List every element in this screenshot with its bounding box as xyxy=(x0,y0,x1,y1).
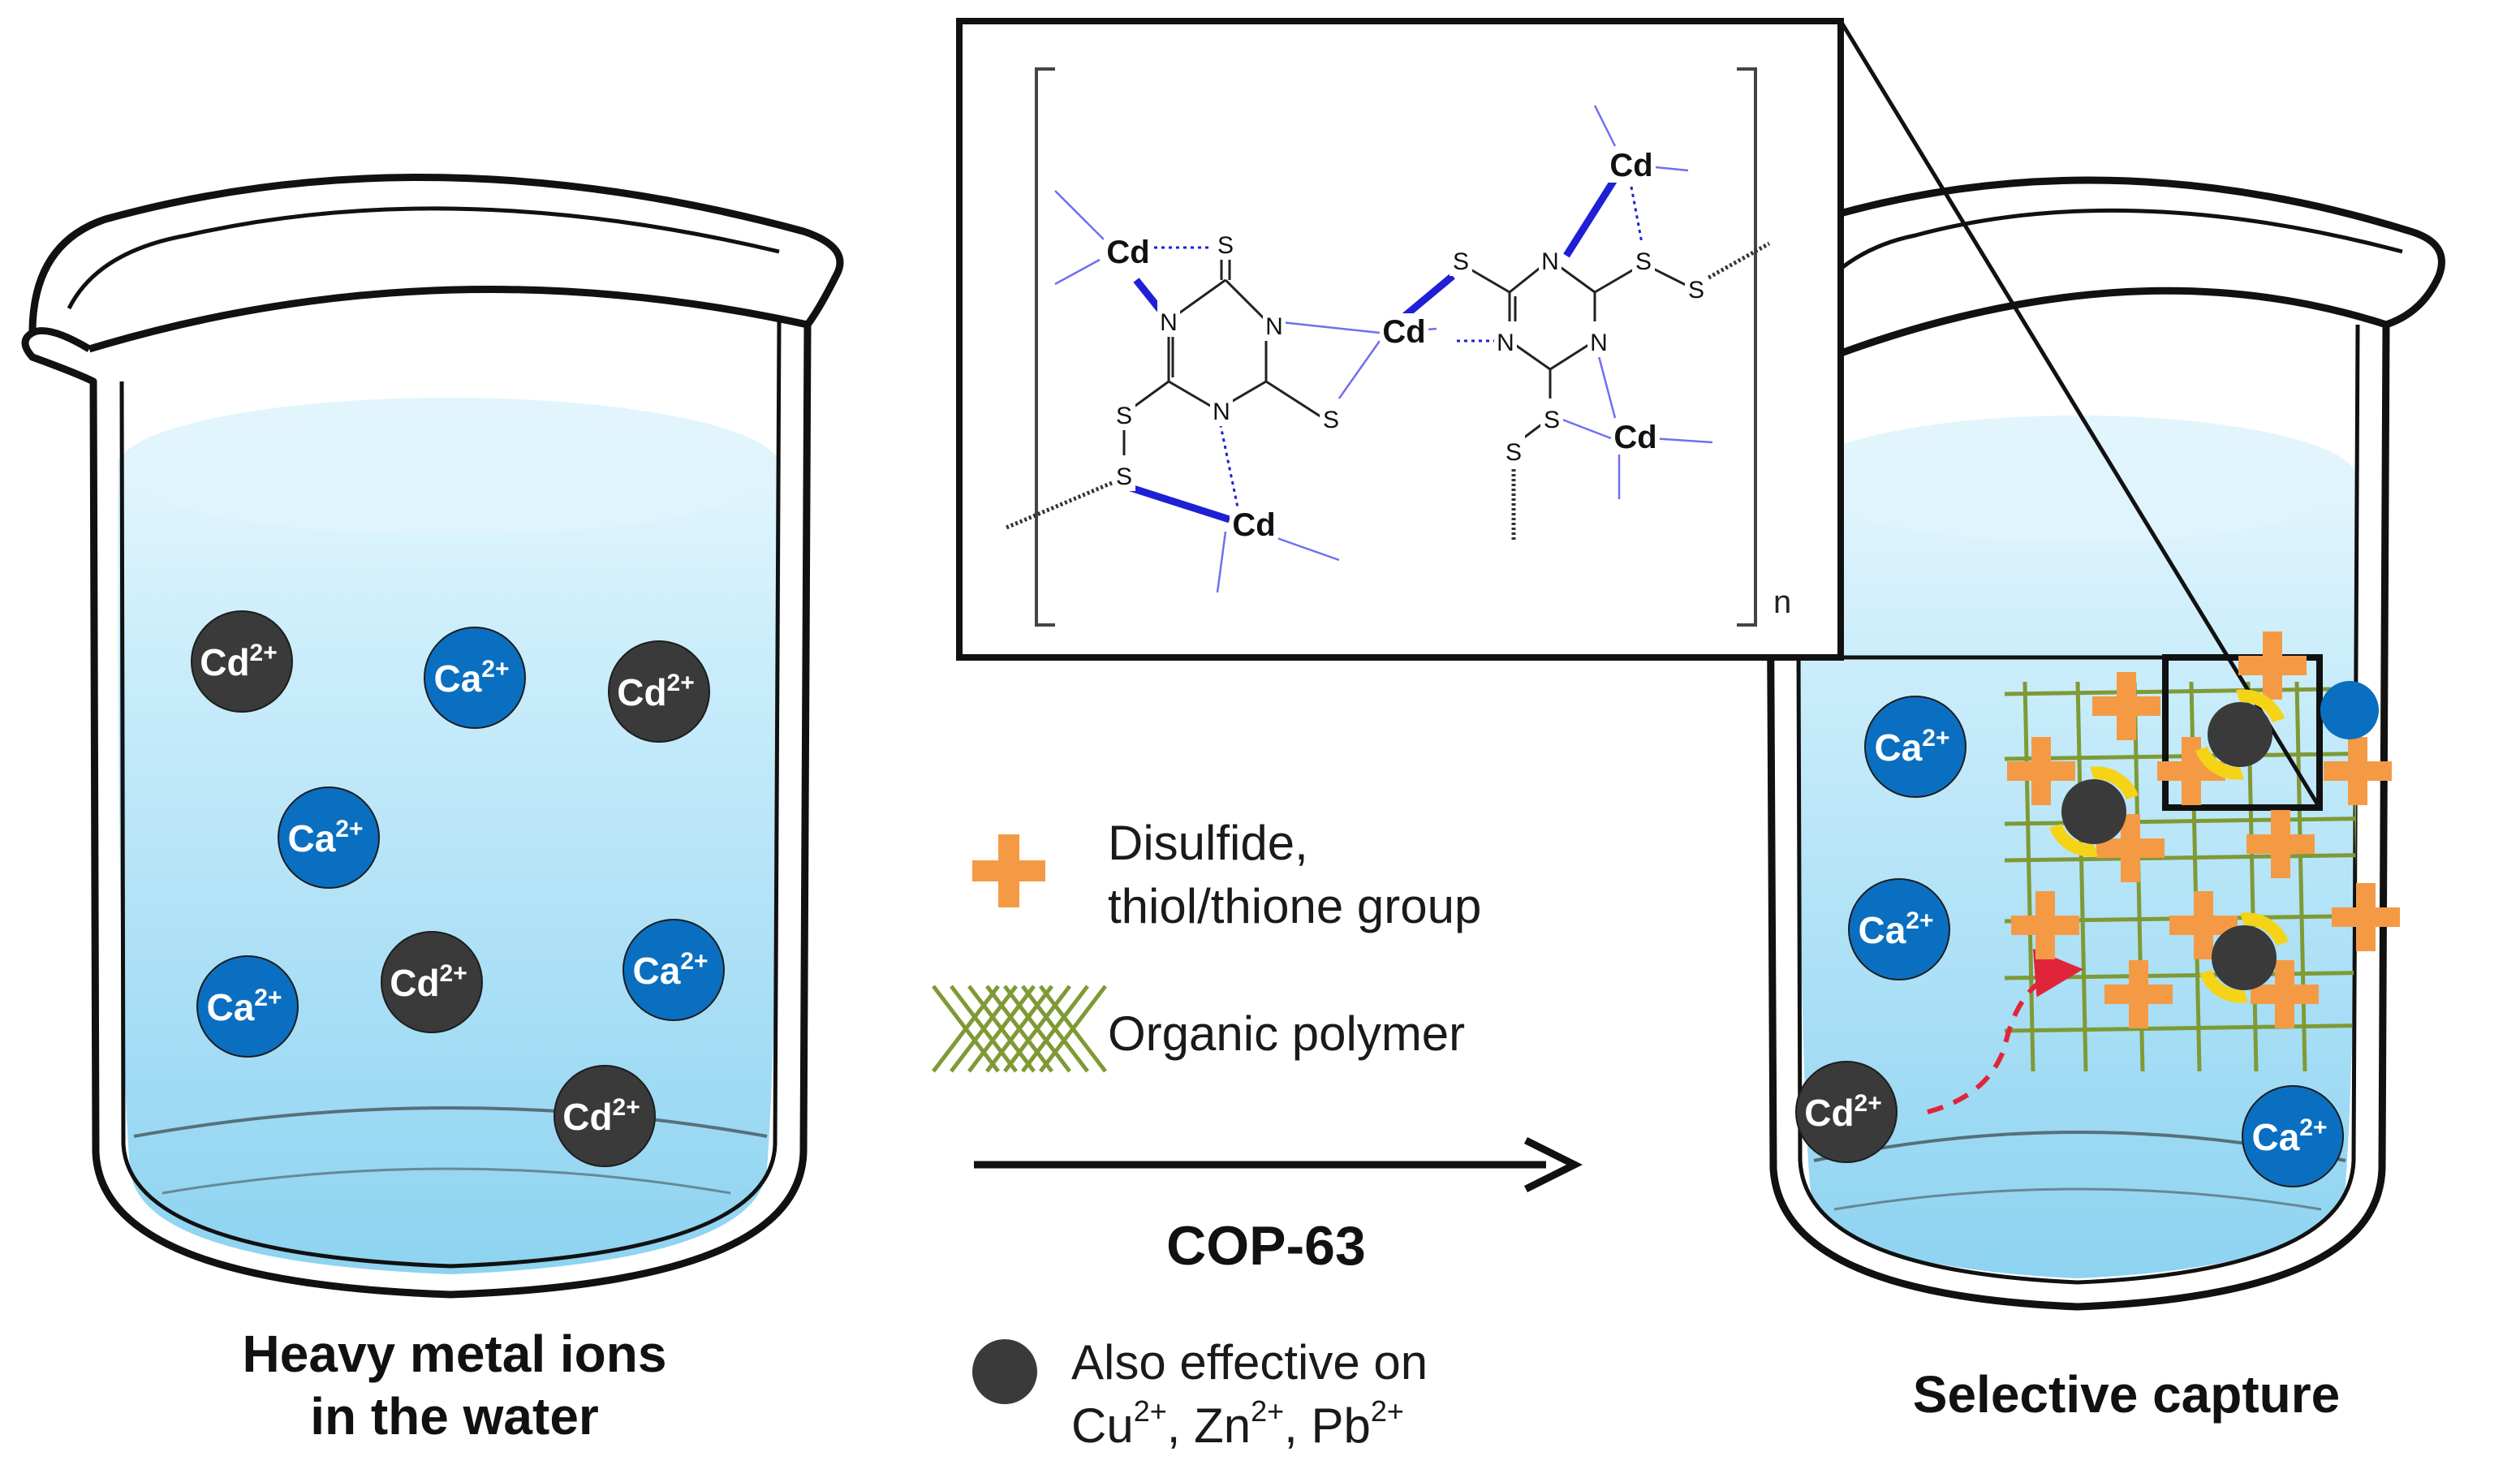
disulfide-plus-icon xyxy=(2011,891,2079,959)
nitrogen-atom: N xyxy=(1541,248,1559,275)
legend-disulfide-line1: Disulfide, xyxy=(1108,816,1308,870)
ca-ion-label: Ca2+ xyxy=(287,816,363,860)
right-beaker-outline xyxy=(1765,324,2390,1311)
left-beaker-rim xyxy=(28,174,844,353)
right-caption: Selective capture xyxy=(1912,1365,2341,1424)
cd-ion: Cd2+ xyxy=(191,610,293,713)
legend-disulfide-line2: thiol/thione group xyxy=(1108,879,1482,933)
disulfide-group-markers xyxy=(2007,631,2400,1028)
cd-ion-label: Cd2+ xyxy=(617,670,695,713)
bracket-right xyxy=(1737,67,1757,627)
left-caption-line1: Heavy metal ions xyxy=(242,1325,667,1383)
legend-mesh-icon xyxy=(932,985,1107,1073)
sulfur-atom: S xyxy=(1453,248,1469,275)
legend-polymer-label: Organic polymer xyxy=(1108,1006,1466,1061)
disulfide-plus-icon xyxy=(2324,737,2392,805)
disulfide-plus-icon xyxy=(2246,810,2315,878)
legend-also-metals: Cu2+, Zn2+, Pb2+ xyxy=(1071,1394,1404,1454)
left-caption: Heavy metal ions in the water xyxy=(130,1323,779,1448)
sulfur-atom: S xyxy=(1116,403,1132,429)
cd-ion-label: Cd2+ xyxy=(200,640,278,683)
cd-ion-label: Cd2+ xyxy=(562,1094,640,1138)
nitrogen-atom: N xyxy=(1497,330,1514,356)
disulfide-plus-icon xyxy=(2169,891,2238,959)
sulfur-atom: S xyxy=(1635,248,1652,275)
right-water-surface xyxy=(1798,416,2358,542)
captured-ion xyxy=(2199,912,2289,1003)
cd-ion-label: Cd2+ xyxy=(1804,1090,1882,1134)
ions-layer: Cd2+ Ca2+ Cd2+ Ca2+ Cd2+ Ca2+ Ca2+ Cd2+ Ca2+ Ca2+… xyxy=(191,610,2344,1187)
capture-path-arrow xyxy=(1927,948,2083,1114)
ca-ion: Ca2+ xyxy=(2242,1085,2344,1187)
left-caption-line2: in the water xyxy=(310,1386,599,1446)
cd-ion: Cd2+ xyxy=(1795,1061,1898,1163)
right-water xyxy=(1798,434,2358,1278)
cd-ion: Cd2+ xyxy=(608,640,710,743)
ca-ion-label: Ca2+ xyxy=(2251,1114,2327,1158)
cd-atom: Cd xyxy=(1382,314,1425,350)
legend-dot-icon xyxy=(972,1339,1037,1404)
sulfur-atom: S xyxy=(1688,277,1704,304)
disulfide-plus-icon xyxy=(2096,814,2165,882)
ca-ion: Ca2+ xyxy=(1848,878,1950,980)
disulfide-plus-icon xyxy=(2092,672,2160,740)
left-water-surface xyxy=(118,398,780,536)
nitrogen-atom: N xyxy=(1590,330,1608,356)
nitrogen-atom: N xyxy=(1213,399,1230,425)
disulfide-plus-icon xyxy=(2007,737,2075,805)
sulfur-atom: S xyxy=(1323,407,1339,433)
cd-atom: Cd xyxy=(1613,420,1656,455)
bound-ion-blue xyxy=(2320,681,2379,739)
cd-atom: Cd xyxy=(1106,235,1149,270)
metal-cu: Cu2+ xyxy=(1071,1394,1167,1454)
metal-pb: Pb2+ xyxy=(1311,1394,1404,1454)
ca-ion: Ca2+ xyxy=(278,786,380,889)
sulfur-atom: S xyxy=(1506,439,1522,466)
nitrogen-atom: N xyxy=(1265,313,1283,340)
legend-also-label: Also effective on Cu2+, Zn2+, Pb2+ xyxy=(1071,1331,1428,1458)
cd-atom: Cd xyxy=(1232,507,1275,543)
cd-ion: Cd2+ xyxy=(554,1065,656,1167)
cd-ion-label: Cd2+ xyxy=(390,960,467,1004)
legend-plus-icon xyxy=(972,834,1045,907)
disulfide-plus-icon xyxy=(2238,631,2307,700)
cd-atom: Cd xyxy=(1609,148,1652,183)
sulfur-atom: S xyxy=(1544,407,1560,433)
nitrogen-atom: N xyxy=(1160,309,1178,336)
ca-ion: Ca2+ xyxy=(1864,696,1966,798)
arrow-label: COP-63 xyxy=(1166,1215,1366,1277)
ca-ion: Ca2+ xyxy=(622,919,725,1021)
legend-disulfide-label: Disulfide, thiol/thione group xyxy=(1108,812,1481,938)
ca-ion-label: Ca2+ xyxy=(1858,907,1933,951)
ca-ion-label: Ca2+ xyxy=(632,948,708,992)
ca-ion-label: Ca2+ xyxy=(1874,725,1949,769)
left-water xyxy=(118,420,781,1274)
disulfide-plus-icon xyxy=(2332,883,2400,951)
legend-also-line1: Also effective on xyxy=(1071,1335,1428,1390)
repeat-unit-subscript: n xyxy=(1773,584,1791,620)
reaction-arrow xyxy=(974,1136,1583,1193)
metal-zn: Zn2+ xyxy=(1194,1394,1285,1454)
zoom-line-top xyxy=(1838,19,2322,809)
left-beaker xyxy=(21,174,844,1299)
ca-ion-label: Ca2+ xyxy=(206,985,282,1028)
captured-ion xyxy=(2195,689,2285,780)
ca-ion-label: Ca2+ xyxy=(433,656,509,700)
disulfide-plus-icon xyxy=(2251,960,2319,1028)
ca-ion: Ca2+ xyxy=(196,955,299,1058)
cd-ion: Cd2+ xyxy=(381,931,483,1033)
right-beaker xyxy=(1764,176,2445,1311)
disulfide-plus-icon xyxy=(2104,960,2173,1028)
left-beaker-outline xyxy=(21,324,812,1299)
bracket-left xyxy=(1035,67,1055,627)
ca-ion: Ca2+ xyxy=(424,627,526,729)
captured-ion xyxy=(2049,766,2139,857)
sulfur-atom: S xyxy=(1116,463,1132,490)
sulfur-atom: S xyxy=(1217,232,1234,259)
